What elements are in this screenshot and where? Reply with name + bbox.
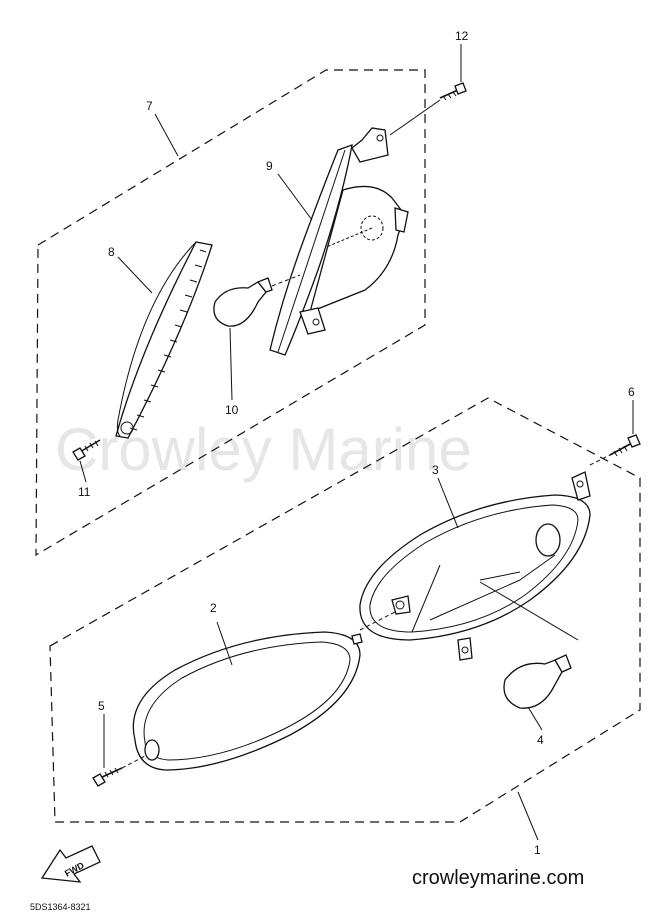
- fwd-arrow-icon: FWD: [40, 845, 101, 883]
- callout-12: 12: [455, 29, 469, 43]
- callout-11: 11: [78, 485, 91, 499]
- screw-11[interactable]: [72, 439, 101, 461]
- leader-7: [154, 113, 179, 157]
- leader-2: [216, 621, 233, 666]
- callout-2: 2: [210, 601, 217, 615]
- screw-6-axis: [589, 454, 611, 466]
- leader-9-base-bulb: [479, 581, 579, 641]
- callout-9: 9: [266, 159, 273, 173]
- leader-11: [79, 460, 87, 483]
- diagram-code: 5DS1364-8321: [30, 902, 91, 912]
- assembly-1-boundary: [49, 397, 641, 823]
- leader-1: [517, 791, 539, 841]
- leader-4: [527, 706, 543, 731]
- base-3[interactable]: [359, 471, 591, 661]
- leader-10: [229, 327, 233, 401]
- leader-9: [277, 173, 313, 221]
- housing-9[interactable]: [269, 127, 409, 356]
- screw-12[interactable]: [439, 82, 467, 101]
- screw-5[interactable]: [92, 767, 123, 787]
- screw-6[interactable]: [609, 434, 641, 457]
- callout-3: 3: [432, 463, 439, 477]
- lens-8[interactable]: [115, 241, 213, 439]
- callout-1: 1: [534, 843, 541, 857]
- callout-7: 7: [146, 99, 153, 113]
- screw-5-axis: [121, 755, 146, 769]
- bulb-10-axis: [271, 274, 301, 287]
- callout-10: 10: [225, 403, 239, 417]
- cover-lens-2[interactable]: [132, 631, 363, 771]
- site-url[interactable]: crowleymarine.com: [412, 867, 584, 889]
- callout-4: 4: [537, 733, 544, 747]
- bulb-10[interactable]: [213, 277, 273, 327]
- leader-screw-12-to-housing: [389, 99, 441, 136]
- leader-8: [117, 256, 153, 294]
- bulb-4[interactable]: [503, 654, 572, 709]
- leader-3: [437, 477, 459, 529]
- assembly-7-boundary: [35, 69, 426, 557]
- callout-8: 8: [108, 245, 115, 259]
- callout-5: 5: [98, 699, 105, 713]
- callout-6: 6: [628, 385, 635, 399]
